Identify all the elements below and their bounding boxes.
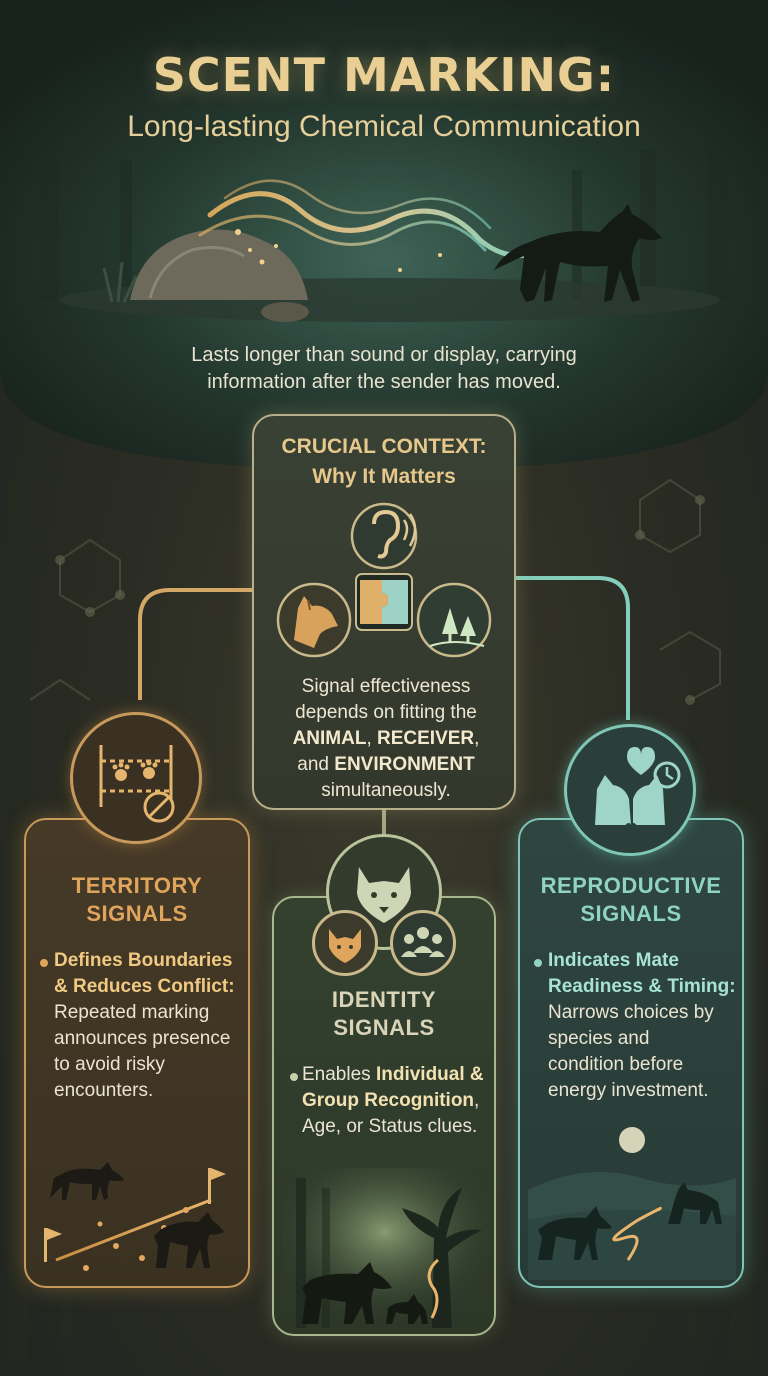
identity-title: IDENTITY SIGNALS [274, 986, 494, 1042]
bullet-dot [40, 959, 48, 967]
territory-title-line-2: SIGNALS [86, 901, 188, 926]
context-sep-2: , [474, 728, 480, 749]
bullet-dot [290, 1073, 298, 1081]
intro-text: Lasts longer than sound or display, carr… [134, 342, 634, 396]
intro-line-2: information after the sender has moved. [207, 371, 561, 393]
reproductive-title-line-2: SIGNALS [580, 901, 682, 926]
territory-text-line-3: to avoid risky [54, 1054, 165, 1075]
keyword-environment: ENVIRONMENT [334, 754, 475, 775]
context-title-line-2: Why It Matters [312, 465, 456, 488]
keyword-receiver: RECEIVER [377, 728, 475, 749]
scent-trail [427, 1258, 440, 1319]
reproductive-heading-line-1: Indicates Mate [548, 950, 679, 971]
moon-icon [619, 1127, 645, 1153]
identity-text: Enables Individual & Group Recognition, … [302, 1062, 496, 1140]
territory-text: Defines Boundaries & Reduces Conflict: R… [54, 948, 250, 1104]
wolf-silhouette [50, 1162, 124, 1200]
wolf-silhouette [494, 204, 662, 302]
bullet-dot [534, 959, 542, 967]
intro-line-1: Lasts longer than sound or display, carr… [191, 344, 577, 366]
wolf-silhouette [668, 1182, 722, 1224]
context-and: and [297, 754, 329, 775]
ear-icon [372, 509, 417, 559]
fox-icon-badge [312, 910, 378, 976]
identity-text-line-4: Age, or Status clues. [302, 1116, 478, 1137]
heart-icon [627, 747, 655, 775]
context-title-line-1: CRUCIAL CONTEXT: [281, 435, 487, 458]
reproductive-illustration [528, 1127, 736, 1280]
identity-text-prefix: Enables [302, 1064, 371, 1085]
reproductive-title-line-1: REPRODUCTIVE [540, 873, 722, 898]
prohibited-icon [143, 791, 175, 823]
rock-shape [130, 229, 308, 300]
context-illustration [276, 502, 492, 658]
trees-icon [429, 608, 485, 647]
context-card: CRUCIAL CONTEXT: Why It Matters [252, 414, 516, 810]
territory-icon-badge [70, 712, 202, 844]
territory-card: TERRITORY SIGNALS Defines Boundaries & R… [24, 818, 250, 1288]
group-icon-badge [390, 910, 456, 976]
reproductive-title: REPRODUCTIVE SIGNALS [520, 872, 742, 928]
identity-title-line-1: IDENTITY [331, 987, 437, 1012]
reproductive-icon-badge [564, 724, 696, 856]
scent-trail [612, 1206, 662, 1261]
wolf-silhouette [154, 1212, 224, 1268]
reproductive-heading-line-2: Readiness & Timing: [548, 976, 736, 997]
reproductive-text-line-4: energy investment. [548, 1080, 709, 1101]
wolf-face-icon [357, 867, 411, 923]
context-card-title: CRUCIAL CONTEXT: Why It Matters [254, 432, 514, 492]
group-icon [401, 927, 445, 957]
identity-illustration [282, 1168, 488, 1328]
context-body: Signal effectiveness depends on fitting … [268, 674, 504, 804]
reproductive-text-line-3: condition before [548, 1054, 684, 1075]
identity-highlight-2: Group Recognition [302, 1090, 475, 1111]
wolf-head-icon [294, 596, 338, 648]
identity-comma: , [474, 1090, 480, 1111]
page-subtitle: Long-lasting Chemical Communication [127, 110, 641, 143]
puzzle-icon [355, 573, 413, 631]
fox-icon [329, 929, 361, 963]
identity-title-line-2: SIGNALS [333, 1015, 435, 1040]
territory-text-line-2: announces presence [54, 1028, 231, 1049]
keyword-animal: ANIMAL [292, 728, 367, 749]
wolf-silhouette [538, 1206, 612, 1260]
connector-reproductive [516, 576, 630, 720]
identity-highlight-1: Individual & [375, 1064, 484, 1085]
page-title: SCENT MARKING: [152, 48, 616, 102]
mating-icon [595, 747, 681, 837]
reproductive-text: Indicates Mate Readiness & Timing: Narro… [548, 948, 744, 1104]
territory-text-line-4: encounters. [54, 1080, 154, 1101]
connector-territory [138, 588, 252, 700]
territory-illustration [44, 1162, 226, 1271]
identity-card: IDENTITY SIGNALS Enables Individual & Gr… [272, 896, 496, 1336]
reproductive-text-line-1: Narrows choices by [548, 1002, 714, 1023]
wolf-silhouette [302, 1262, 392, 1324]
clock-icon [653, 761, 681, 789]
territory-text-line-1: Repeated marking [54, 1002, 210, 1023]
context-body-intro: Signal effectiveness depends on fitting … [295, 676, 477, 723]
context-body-end: simultaneously. [321, 780, 451, 801]
wolf-pup-silhouette [386, 1294, 428, 1324]
boundary-icon [99, 745, 175, 823]
territory-heading-line-2: & Reduces Conflict: [54, 976, 235, 997]
territory-heading-line-1: Defines Boundaries [54, 950, 233, 971]
territory-title-line-1: TERRITORY [71, 873, 203, 898]
paw-icon [112, 760, 158, 781]
reproductive-text-line-2: species and [548, 1028, 650, 1049]
reproductive-card: REPRODUCTIVE SIGNALS Indicates Mate Read… [518, 818, 744, 1288]
territory-title: TERRITORY SIGNALS [26, 872, 248, 928]
tree-silhouette [402, 1188, 482, 1328]
context-sep-1: , [366, 728, 378, 749]
boundary-flag-icon [44, 1168, 226, 1262]
